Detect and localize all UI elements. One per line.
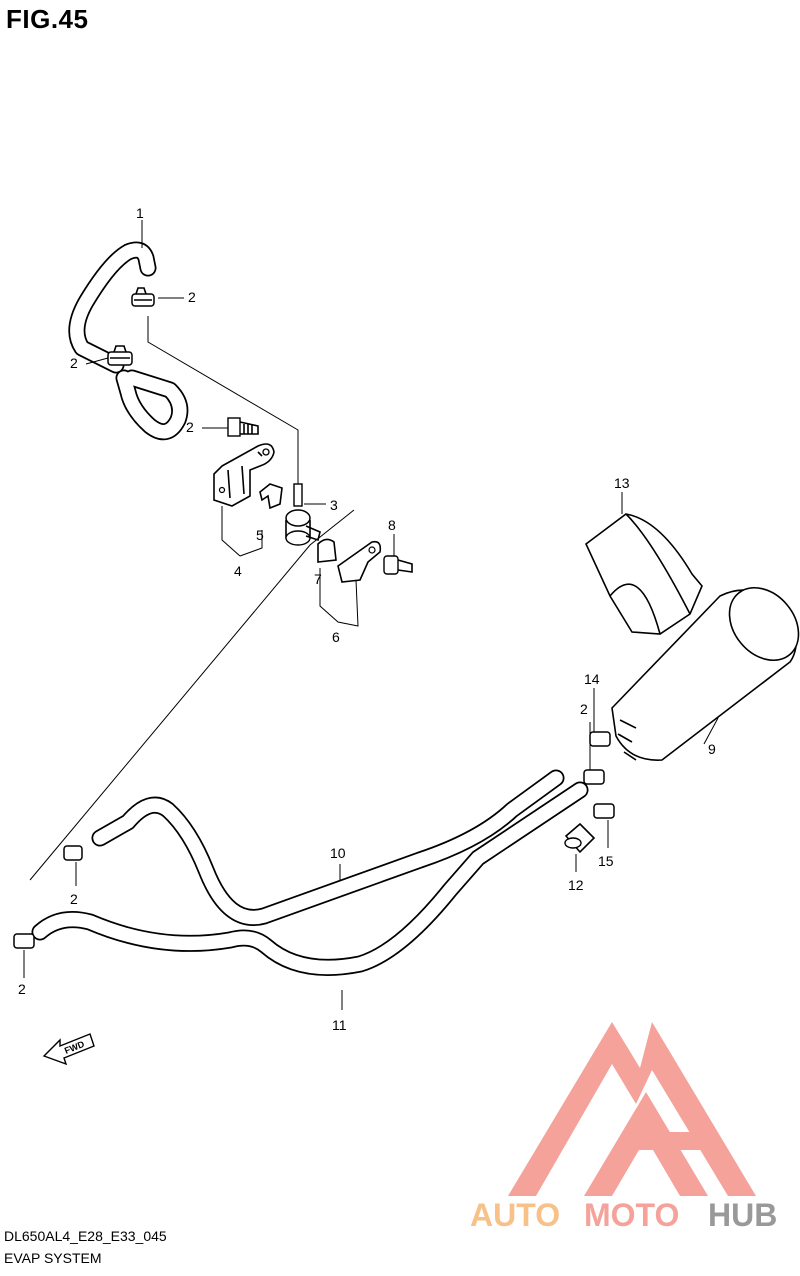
callout-9: 8 [388,517,396,533]
direction-leader-line [29,509,355,881]
callout-15-lower: 15 [598,853,614,869]
fwd-arrow: FWD [42,1033,95,1066]
callout-13: 12 [568,877,584,893]
logo-text-auto: AUTO [470,1197,560,1233]
logo-text-hub: HUB [708,1197,777,1233]
automotohub-logo: AUTO MOTO HUB [470,1022,777,1233]
part-10-canister [611,586,800,761]
leader-lines [23,220,719,1010]
logo-text-moto: MOTO [584,1197,679,1233]
part-13-plug [564,822,596,854]
clamp-2-mid [107,345,133,366]
part-3-valve [285,483,321,546]
callout-8: 7 [314,571,322,587]
clamp-15-lower [593,803,615,819]
callout-2-lower-left: 2 [70,891,78,907]
clamp-2-canister [583,769,605,785]
callout-5: 5 [256,527,264,543]
part-1-hose [68,241,189,441]
callout-2-bottom-left: 2 [18,981,26,997]
figure-title: FIG.45 [6,4,89,34]
callout-2-canister: 2 [580,701,588,717]
clamp-2-lower-left [63,845,83,861]
callout-6: 2 [186,419,194,435]
part-7-bracket [337,540,382,583]
callout-12: 11 [332,1017,347,1033]
part-9-bolt [383,555,413,575]
footer-diagram-code: DL650AL4_E28_E33_045 [4,1228,167,1244]
clamp-2-upper [131,287,155,307]
footer-diagram-name: EVAP SYSTEM [4,1250,102,1266]
callout-10: 9 [708,741,716,757]
callout-4: 4 [234,563,242,579]
callout-1: 1 [136,205,144,221]
clamp-15-upper [589,731,611,747]
part-6-bolt [227,417,259,437]
part-8-clip [317,538,337,563]
callout-3: 3 [330,497,338,513]
part-5-clip [259,483,283,510]
part-4-bracket [213,443,275,507]
clamp-2-bottom-left [13,933,35,949]
callout-2-upper: 2 [188,289,196,305]
part-12-hose [31,781,589,976]
callout-15-upper: 14 [584,671,600,687]
callout-14: 13 [614,475,630,491]
callout-7: 6 [332,629,340,645]
part-11-hose [91,769,565,926]
part-14-canister-cover [585,513,703,635]
callout-11: 10 [330,845,346,861]
callout-2-mid: 2 [70,355,78,371]
